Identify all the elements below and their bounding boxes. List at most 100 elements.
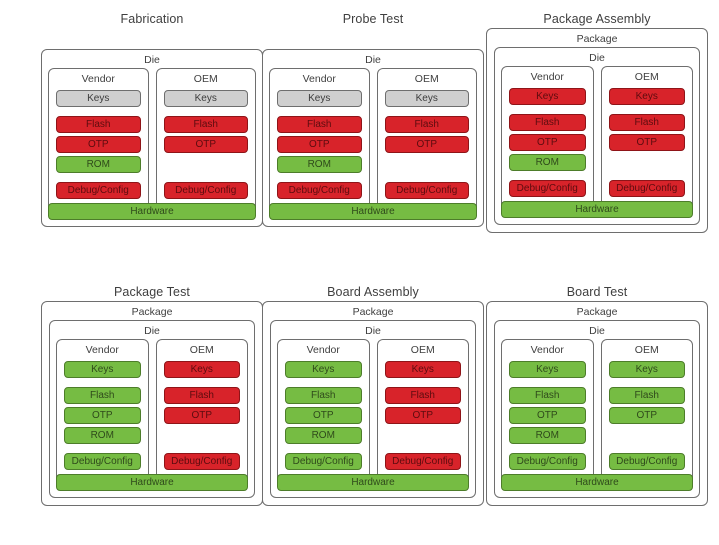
cell-rom[interactable]: ROM <box>56 156 141 173</box>
cell-debug-config[interactable]: Debug/Config <box>285 453 362 470</box>
cell-flash[interactable]: Flash <box>56 116 141 133</box>
cell-flash[interactable]: Flash <box>608 387 685 404</box>
die-label: Die <box>365 54 381 66</box>
hardware-bar[interactable]: Hardware <box>501 201 693 218</box>
die-label: Die <box>589 52 605 64</box>
die-label: Die <box>144 325 160 337</box>
cell-keys[interactable]: Keys <box>285 361 362 378</box>
column-label-oem: OEM <box>189 344 214 356</box>
cell-otp[interactable]: OTP <box>163 407 240 424</box>
cell-keys[interactable]: Keys <box>608 88 685 105</box>
cell-otp[interactable]: OTP <box>285 407 362 424</box>
cell-keys[interactable]: Keys <box>277 90 362 107</box>
cell-flash[interactable]: Flash <box>608 114 685 131</box>
package-label: Package <box>131 306 173 318</box>
hardware-row: Hardware <box>277 474 469 491</box>
spacer <box>385 427 462 444</box>
column-label-oem: OEM <box>410 344 435 356</box>
cell-debug-config[interactable]: Debug/Config <box>64 453 141 470</box>
cell-debug-config[interactable]: Debug/Config <box>163 453 240 470</box>
cell-keys[interactable]: Keys <box>56 90 141 107</box>
cell-otp[interactable]: OTP <box>64 407 141 424</box>
cell-otp[interactable]: OTP <box>384 136 469 153</box>
cell-rom[interactable]: ROM <box>277 156 362 173</box>
cell-flash[interactable]: Flash <box>285 387 362 404</box>
cell-otp[interactable]: OTP <box>509 407 586 424</box>
cell-otp[interactable]: OTP <box>277 136 362 153</box>
column-label-vendor: Vendor <box>81 73 115 85</box>
spacer <box>164 427 241 444</box>
cell-debug-config[interactable]: Debug/Config <box>608 180 685 197</box>
hardware-row: Hardware <box>269 203 477 220</box>
cell-keys[interactable]: Keys <box>509 88 586 105</box>
die-label: Die <box>144 54 160 66</box>
spacer <box>64 378 141 387</box>
spacer <box>385 107 470 116</box>
spacer <box>509 171 586 180</box>
column-label-oem: OEM <box>193 73 218 85</box>
cell-debug-config[interactable]: Debug/Config <box>163 182 248 199</box>
cell-debug-config[interactable]: Debug/Config <box>277 182 362 199</box>
cell-rom[interactable]: ROM <box>285 427 362 444</box>
cell-flash[interactable]: Flash <box>163 116 248 133</box>
cell-otp[interactable]: OTP <box>56 136 141 153</box>
cell-flash[interactable]: Flash <box>509 387 586 404</box>
cell-debug-config[interactable]: Debug/Config <box>608 453 685 470</box>
column-label-vendor: Vendor <box>85 344 119 356</box>
hardware-bar[interactable]: Hardware <box>501 474 693 491</box>
cell-keys[interactable]: Keys <box>384 90 469 107</box>
cell-keys[interactable]: Keys <box>64 361 141 378</box>
cell-debug-config[interactable]: Debug/Config <box>384 453 461 470</box>
cell-otp[interactable]: OTP <box>608 407 685 424</box>
cell-otp[interactable]: OTP <box>509 134 586 151</box>
hardware-row: Hardware <box>501 474 693 491</box>
cell-otp[interactable]: OTP <box>608 134 685 151</box>
cell-flash[interactable]: Flash <box>277 116 362 133</box>
cell-rom[interactable]: ROM <box>509 427 586 444</box>
spacer <box>609 154 686 171</box>
spacer <box>385 378 462 387</box>
hardware-bar[interactable]: Hardware <box>56 474 248 491</box>
cell-otp[interactable]: OTP <box>384 407 461 424</box>
hardware-bar[interactable]: Hardware <box>277 474 469 491</box>
cell-keys[interactable]: Keys <box>163 90 248 107</box>
spacer <box>164 173 249 182</box>
cell-rom[interactable]: ROM <box>509 154 586 171</box>
cell-otp[interactable]: OTP <box>163 136 248 153</box>
cell-flash[interactable]: Flash <box>163 387 240 404</box>
cell-debug-config[interactable]: Debug/Config <box>56 182 141 199</box>
cell-flash[interactable]: Flash <box>64 387 141 404</box>
cell-keys[interactable]: Keys <box>384 361 461 378</box>
cell-flash[interactable]: Flash <box>384 387 461 404</box>
cell-flash[interactable]: Flash <box>509 114 586 131</box>
cell-debug-config[interactable]: Debug/Config <box>509 453 586 470</box>
hardware-bar[interactable]: Hardware <box>48 203 256 220</box>
hardware-bar[interactable]: Hardware <box>269 203 477 220</box>
cell-keys[interactable]: Keys <box>509 361 586 378</box>
cell-debug-config[interactable]: Debug/Config <box>509 180 586 197</box>
package-label: Package <box>576 33 618 45</box>
spacer <box>385 444 462 453</box>
spacer <box>385 156 470 173</box>
cell-rom[interactable]: ROM <box>64 427 141 444</box>
spacer <box>164 444 241 453</box>
column-label-vendor: Vendor <box>530 344 564 356</box>
cell-flash[interactable]: Flash <box>384 116 469 133</box>
cell-keys[interactable]: Keys <box>608 361 685 378</box>
spacer <box>509 105 586 114</box>
spacer <box>285 444 362 453</box>
cell-debug-config[interactable]: Debug/Config <box>384 182 469 199</box>
cell-keys[interactable]: Keys <box>163 361 240 378</box>
